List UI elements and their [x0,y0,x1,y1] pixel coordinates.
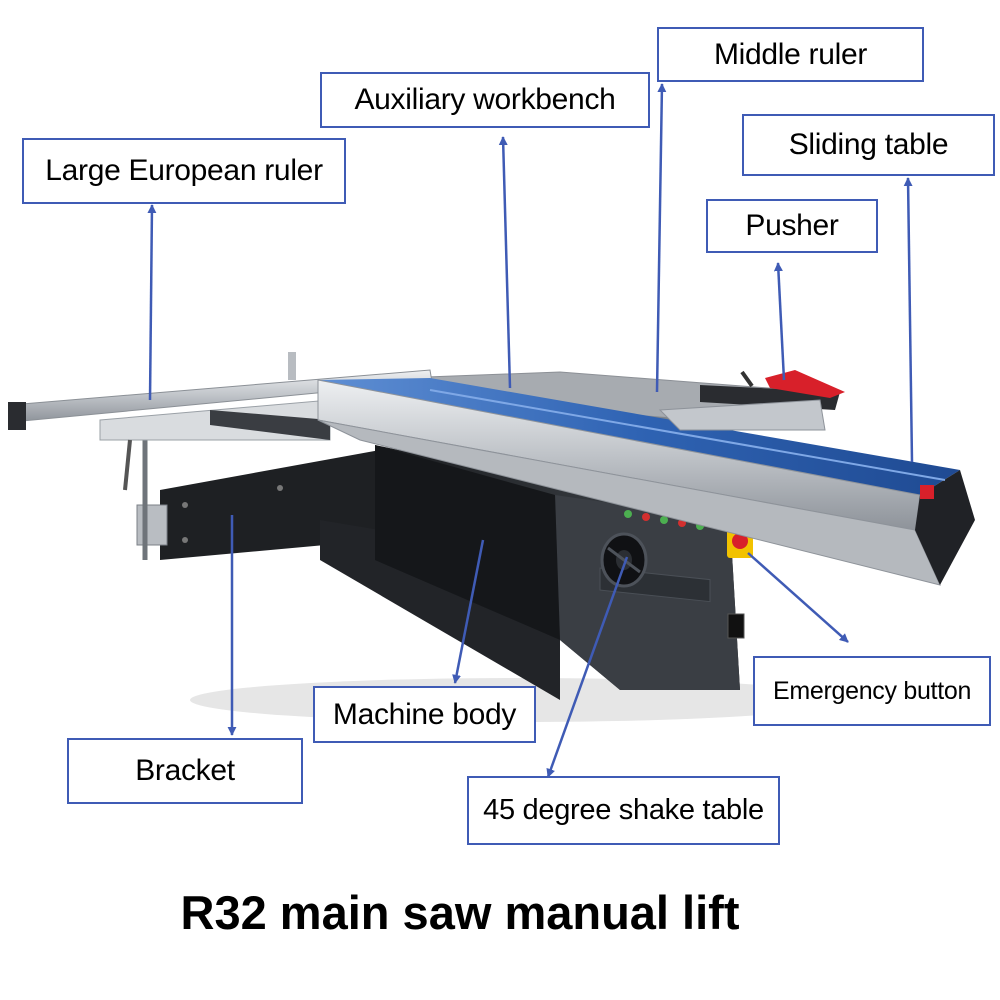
label-large-european-ruler: Large European ruler [22,138,346,204]
arrow-emergency-button [747,552,849,643]
arrow-large-european-ruler [147,204,157,401]
leader-arrows [147,83,914,778]
arrow-middle-ruler [655,83,667,393]
label-auxiliary-workbench: Auxiliary workbench [320,72,650,128]
handwheel-icon [600,532,648,588]
label-machine-body: Machine body [313,686,536,743]
label-bracket-text: Bracket [135,754,235,787]
arrow-sliding-table [903,177,914,463]
label-large-european-ruler-text: Large European ruler [45,154,323,187]
label-auxiliary-workbench-text: Auxiliary workbench [354,83,616,116]
label-pusher: Pusher [706,199,878,253]
label-emergency-button: Emergency button [753,656,991,726]
arrow-pusher [773,262,786,381]
pusher-fence-shape [658,370,845,431]
arrow-shake-table [546,556,629,778]
label-sliding-table-text: Sliding table [788,128,949,161]
arrow-auxiliary-workbench [498,136,512,389]
label-bracket: Bracket [67,738,303,804]
label-machine-body-text: Machine body [332,697,517,731]
label-pusher-text: Pusher [745,209,839,242]
label-shake-table-text: 45 degree shake table [483,794,764,826]
caption: R32 main saw manual lift [180,886,740,939]
label-middle-ruler-text: Middle ruler [713,37,868,71]
arrow-machine-body [452,539,485,684]
label-emergency-button-text: Emergency button [772,676,972,705]
label-shake-table: 45 degree shake table [467,776,780,845]
label-middle-ruler: Middle ruler [657,27,924,82]
label-sliding-table: Sliding table [742,114,995,176]
sliding-table-shape [317,378,975,586]
sliding-table-saw [8,352,975,722]
